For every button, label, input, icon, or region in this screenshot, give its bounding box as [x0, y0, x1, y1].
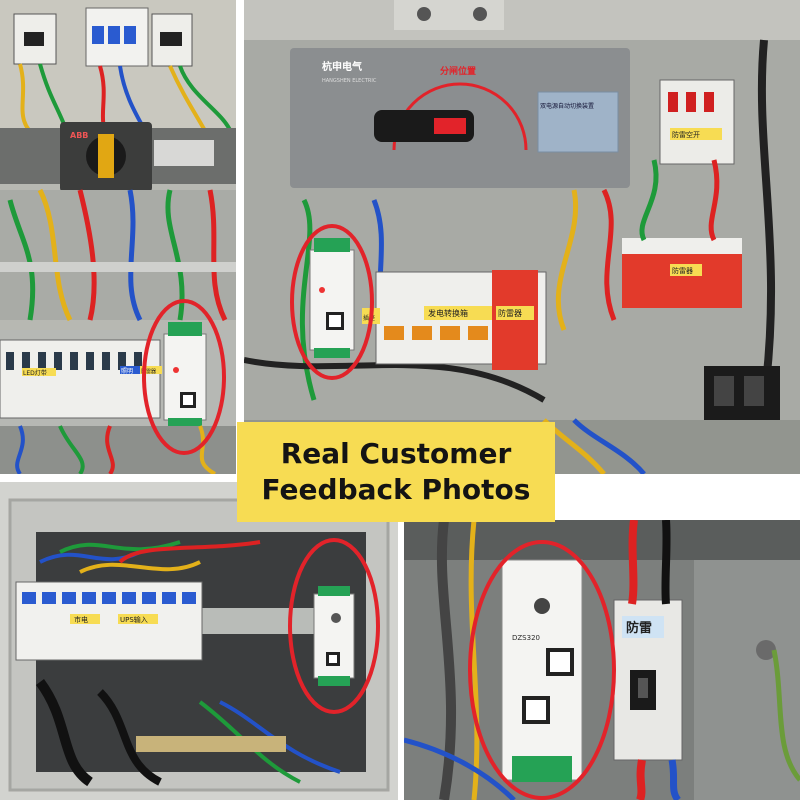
label-spd-switch: 防雷空开	[672, 130, 700, 139]
photo-panel-1: ABB LED灯带 照明 防雷器	[0, 0, 236, 474]
breaker-label-ups: UPS输入	[120, 615, 148, 624]
device-model: DZS320	[512, 634, 540, 642]
breaker-label-led: LED灯带	[23, 369, 47, 377]
highlight-circle-3	[288, 538, 380, 714]
photo-1-scene: ABB LED灯带 照明 防雷器	[0, 0, 236, 474]
highlight-circle-1	[142, 299, 226, 455]
top-breaker-1	[13, 13, 57, 65]
photo-2-scene: 杭申电气 HANGSHEN ELECTRIC 分闸位置 双电源自动切换装置 防雷…	[244, 0, 800, 474]
spd-label: 防雷	[626, 620, 652, 636]
caption-banner: Real Customer Feedback Photos	[237, 422, 555, 522]
photo-4-scene: DZS320 防雷	[404, 520, 800, 800]
photo-panel-4: DZS320 防雷	[404, 520, 800, 800]
breaker-label-mains: 市电	[74, 615, 88, 624]
banner-line-1: Real Customer	[280, 437, 512, 470]
highlight-circle-2	[290, 224, 374, 380]
label-generator-switch: 发电转换箱	[428, 308, 468, 318]
breaker-label-spd: 防雷器	[141, 368, 156, 375]
breaker-row	[0, 339, 161, 419]
brand-name: 杭申电气	[322, 60, 362, 73]
photo-3-scene: 市电 UPS输入	[0, 482, 398, 800]
ats-nameplate: 双电源自动切换装置	[540, 102, 594, 110]
photo-panel-3: 市电 UPS输入	[0, 482, 398, 800]
dial-label: 分闸位置	[440, 65, 476, 77]
banner-line-2: Feedback Photos	[261, 473, 531, 506]
label-lightning: 防雷器	[498, 308, 522, 318]
highlight-circle-4	[468, 540, 616, 800]
breaker-label-lighting: 照明	[121, 368, 133, 375]
abb-brand: ABB	[70, 131, 88, 140]
label-outlet: 插座	[363, 314, 375, 322]
terminal-strip	[136, 736, 286, 752]
label-right-spd: 防雷器	[672, 266, 693, 275]
brand-name-en: HANGSHEN ELECTRIC	[322, 78, 377, 84]
smart-meter-device-2	[309, 249, 355, 351]
photo-panel-2: 杭申电气 HANGSHEN ELECTRIC 分闸位置 双电源自动切换装置 防雷…	[244, 0, 800, 474]
